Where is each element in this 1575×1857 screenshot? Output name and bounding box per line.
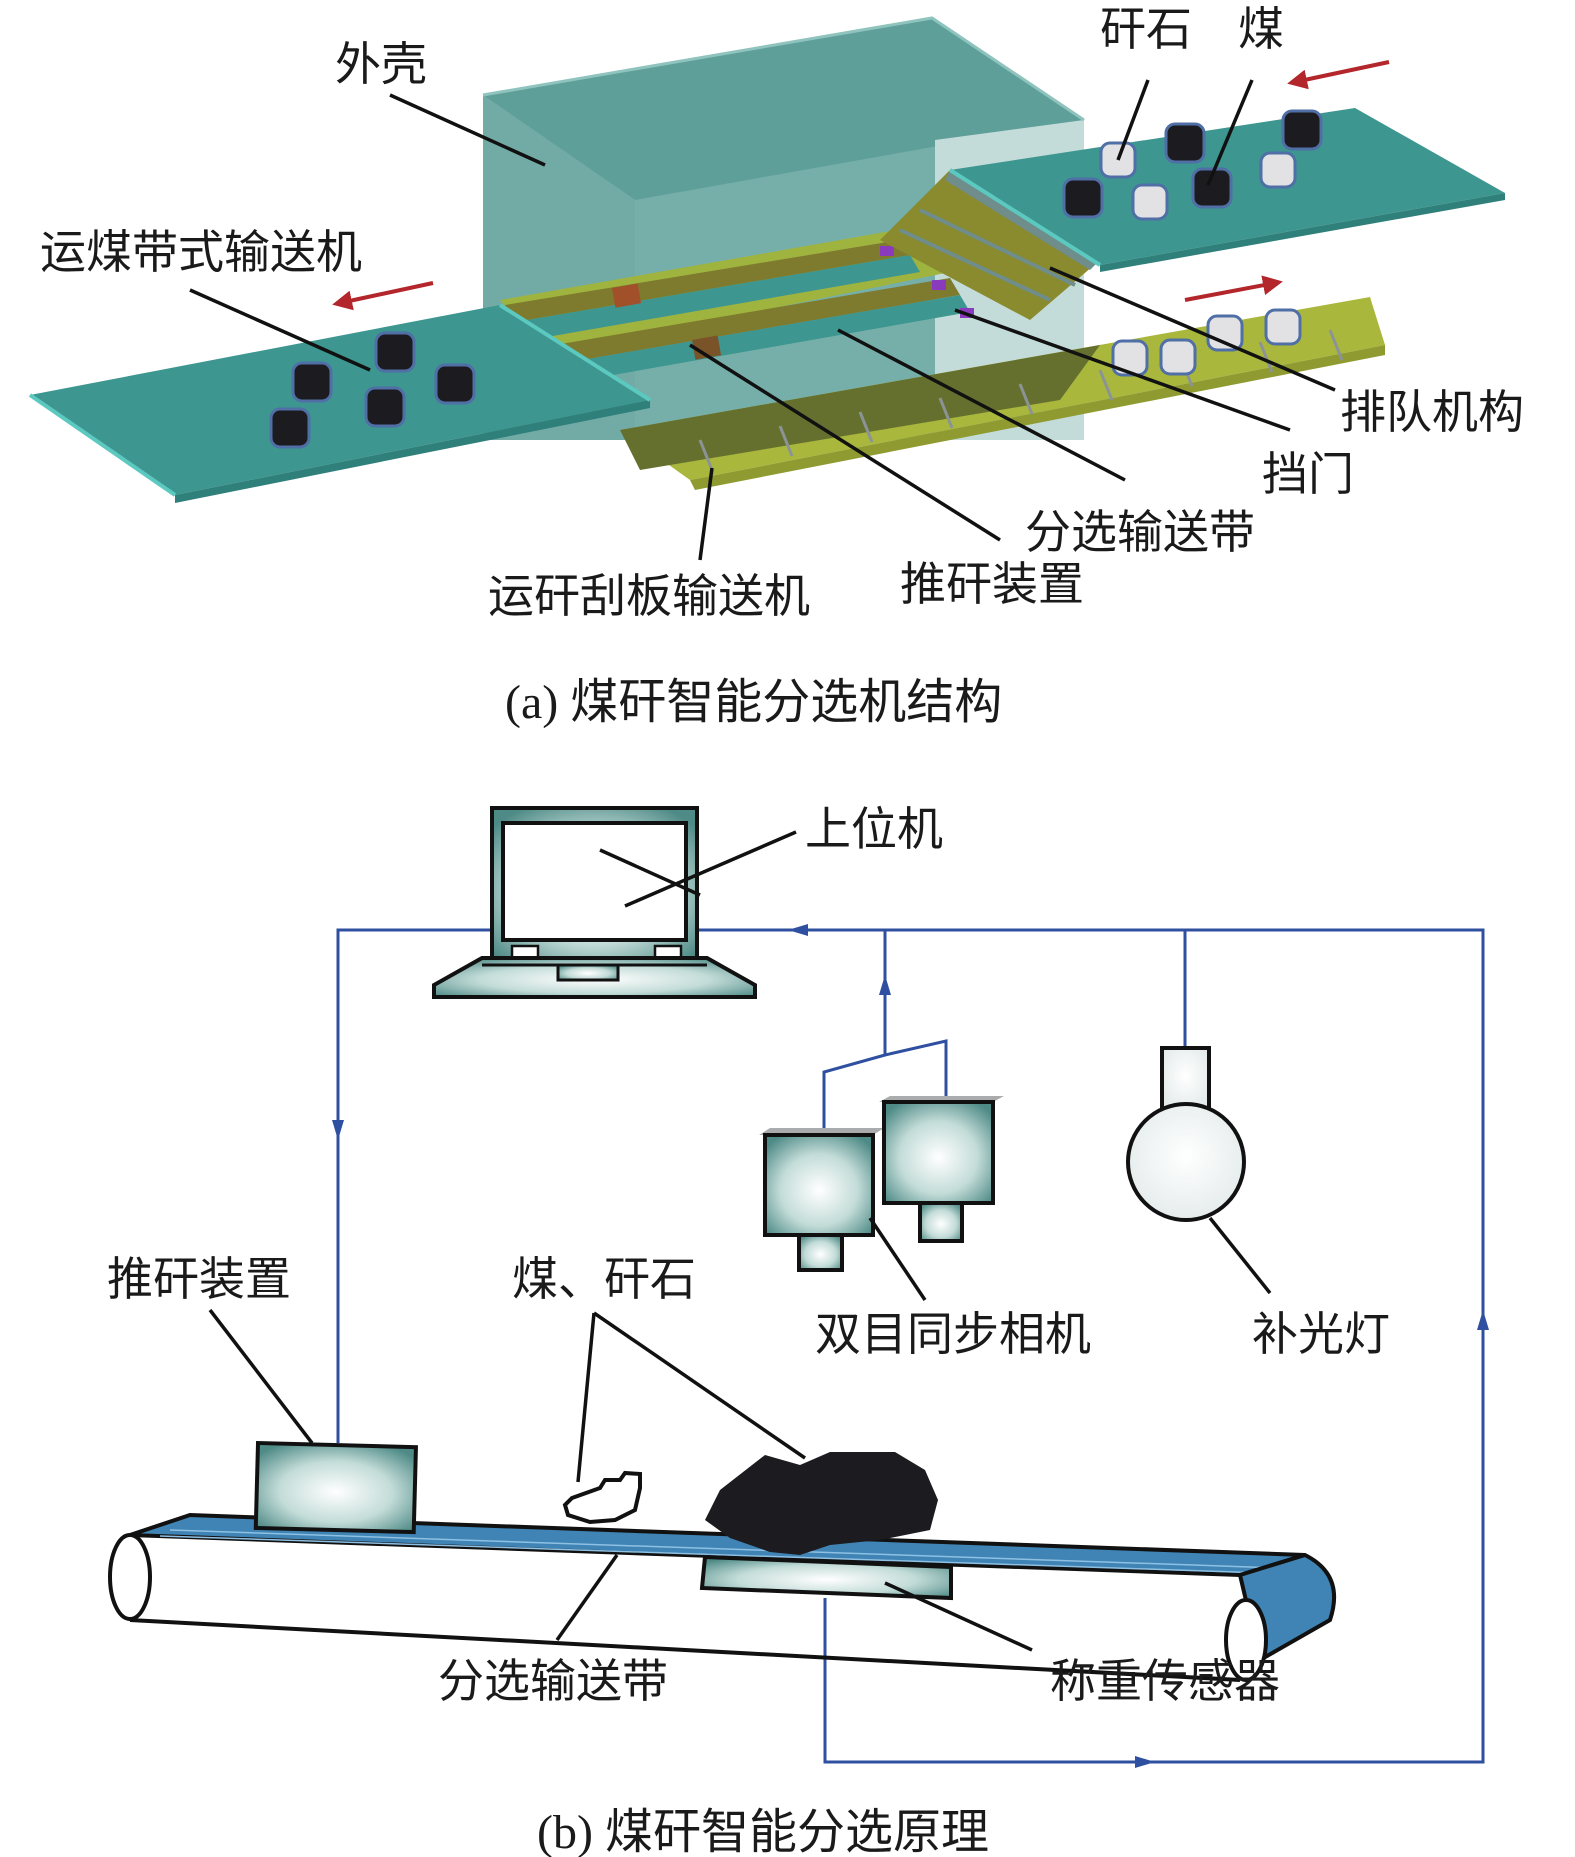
label-shell: 外壳 (335, 37, 427, 91)
sorting-belt-conveyor (108, 1512, 1337, 1682)
label-gangue-scraper: 运矸刮板输送机 (488, 569, 810, 623)
label-sorting-belt-b: 分选输送带 (438, 1654, 668, 1708)
caption-b: (b) 煤矸智能分选原理 (537, 1806, 989, 1857)
sorting-conveyor-belts (500, 225, 974, 380)
coal-piece-icon (374, 331, 416, 373)
coal-piece-icon (364, 386, 406, 428)
coal-belt-conveyor (28, 303, 652, 503)
structure-3d-model: 外壳 运煤带式输送机 矸石 煤 排队机构 挡门 分选输送带 推矸装置 运矸刮板输… (28, 2, 1524, 623)
flow-direction-arrows (332, 60, 1390, 311)
leader-lines-a (189, 79, 1336, 561)
binocular-camera-icon (759, 1096, 1004, 1272)
gangue-piece-icon (1159, 338, 1197, 376)
coal-piece-icon (1281, 109, 1323, 151)
label-binocular-camera: 双目同步相机 (815, 1307, 1091, 1361)
arrow-gangue-out-icon (1184, 275, 1283, 302)
gangue-piece-icon (1206, 314, 1244, 352)
coal-piece-icon (1062, 177, 1104, 219)
coal-piece-icon (1191, 167, 1233, 209)
label-sorting-belt: 分选输送带 (1025, 505, 1255, 559)
wire-arrow-right-icon (1135, 1756, 1155, 1768)
label-fill-light: 补光灯 (1252, 1307, 1390, 1361)
coal-lump-icon (705, 1452, 938, 1555)
label-host-computer: 上位机 (805, 802, 943, 856)
label-gate: 挡门 (1262, 447, 1354, 501)
wire-arrow-left-icon (788, 924, 808, 936)
wire-arrow-up-camera-icon (879, 975, 891, 995)
gangue-piece-icon (1259, 151, 1297, 189)
arrow-feed-in-icon (1287, 60, 1390, 90)
material-pieces (269, 109, 1323, 449)
gangue-piece-icon (1131, 183, 1169, 221)
label-coal-conveyor: 运煤带式输送机 (40, 225, 362, 279)
caption-a: (a) 煤矸智能分选机结构 (505, 676, 1002, 729)
leader-lines-b (208, 830, 1272, 1652)
coal-piece-icon (269, 407, 311, 449)
fill-light-icon (1126, 1046, 1246, 1222)
push-device-icon (253, 1440, 418, 1535)
label-coal-gangue: 煤、矸石 (512, 1252, 696, 1306)
gangue-rock-icon (562, 1470, 642, 1525)
arrow-coal-out-icon (332, 281, 434, 311)
coal-piece-icon (291, 361, 333, 403)
wire-arrow-down-icon (332, 1120, 344, 1140)
label-queue-mechanism: 排队机构 (1340, 385, 1524, 439)
gangue-piece-icon (1111, 339, 1149, 377)
weighing-sensor-icon (699, 1554, 953, 1601)
label-weighing-sensor: 称重传感器 (1050, 1654, 1280, 1708)
sorting-principle-diagram: 上位机 推矸装置 煤、矸石 双目同步相机 补光灯 分选输送带 称重传感器 (107, 802, 1489, 1768)
signal-wires (332, 924, 1489, 1768)
label-gangue: 矸石 (1100, 2, 1192, 56)
label-push-device-b: 推矸装置 (107, 1252, 291, 1306)
queue-mechanism (880, 170, 1100, 320)
gangue-piece-icon (1264, 308, 1302, 346)
coal-piece-icon (434, 363, 476, 405)
label-push-device-a: 推矸装置 (900, 557, 1084, 611)
label-coal: 煤 (1238, 2, 1284, 56)
coal-piece-icon (1164, 122, 1206, 164)
host-computer-icon (432, 806, 757, 999)
wire-arrow-up-icon (1477, 1310, 1489, 1330)
